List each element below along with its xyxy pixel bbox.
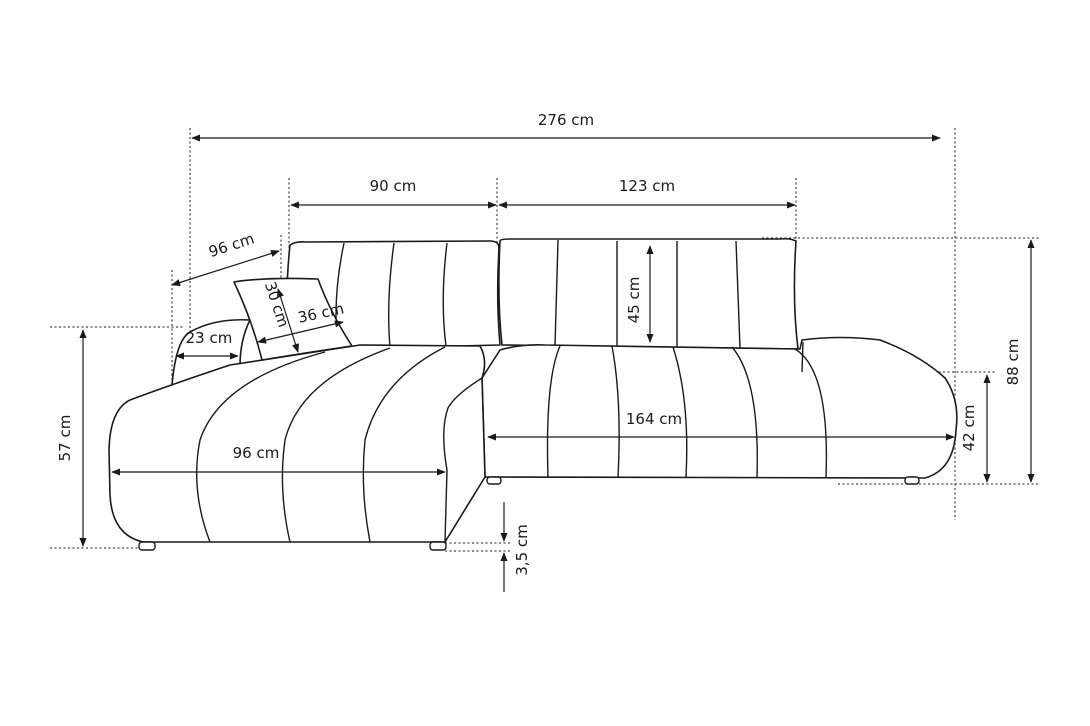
chaise-width-label: 96 cm [233,444,280,462]
total-height-label: 88 cm [1004,339,1022,386]
dimension-arrows [79,134,1035,592]
back-left-width-label: 90 cm [370,177,417,195]
back-right-width-label: 123 cm [619,177,675,195]
seat-height-label: 42 cm [960,405,978,452]
sofa-depth-label: 164 cm [626,410,682,428]
sofa-outline [108,237,958,551]
backrest-height-label: 45 cm [625,277,643,324]
armrest-width-label: 23 cm [186,329,233,347]
chaise-depth-label: 96 cm [206,229,256,261]
leg-height-label: 3,5 cm [513,524,531,575]
total-width-label: 276 cm [538,111,594,129]
chaise-seat-height-label: 57 cm [56,415,74,462]
